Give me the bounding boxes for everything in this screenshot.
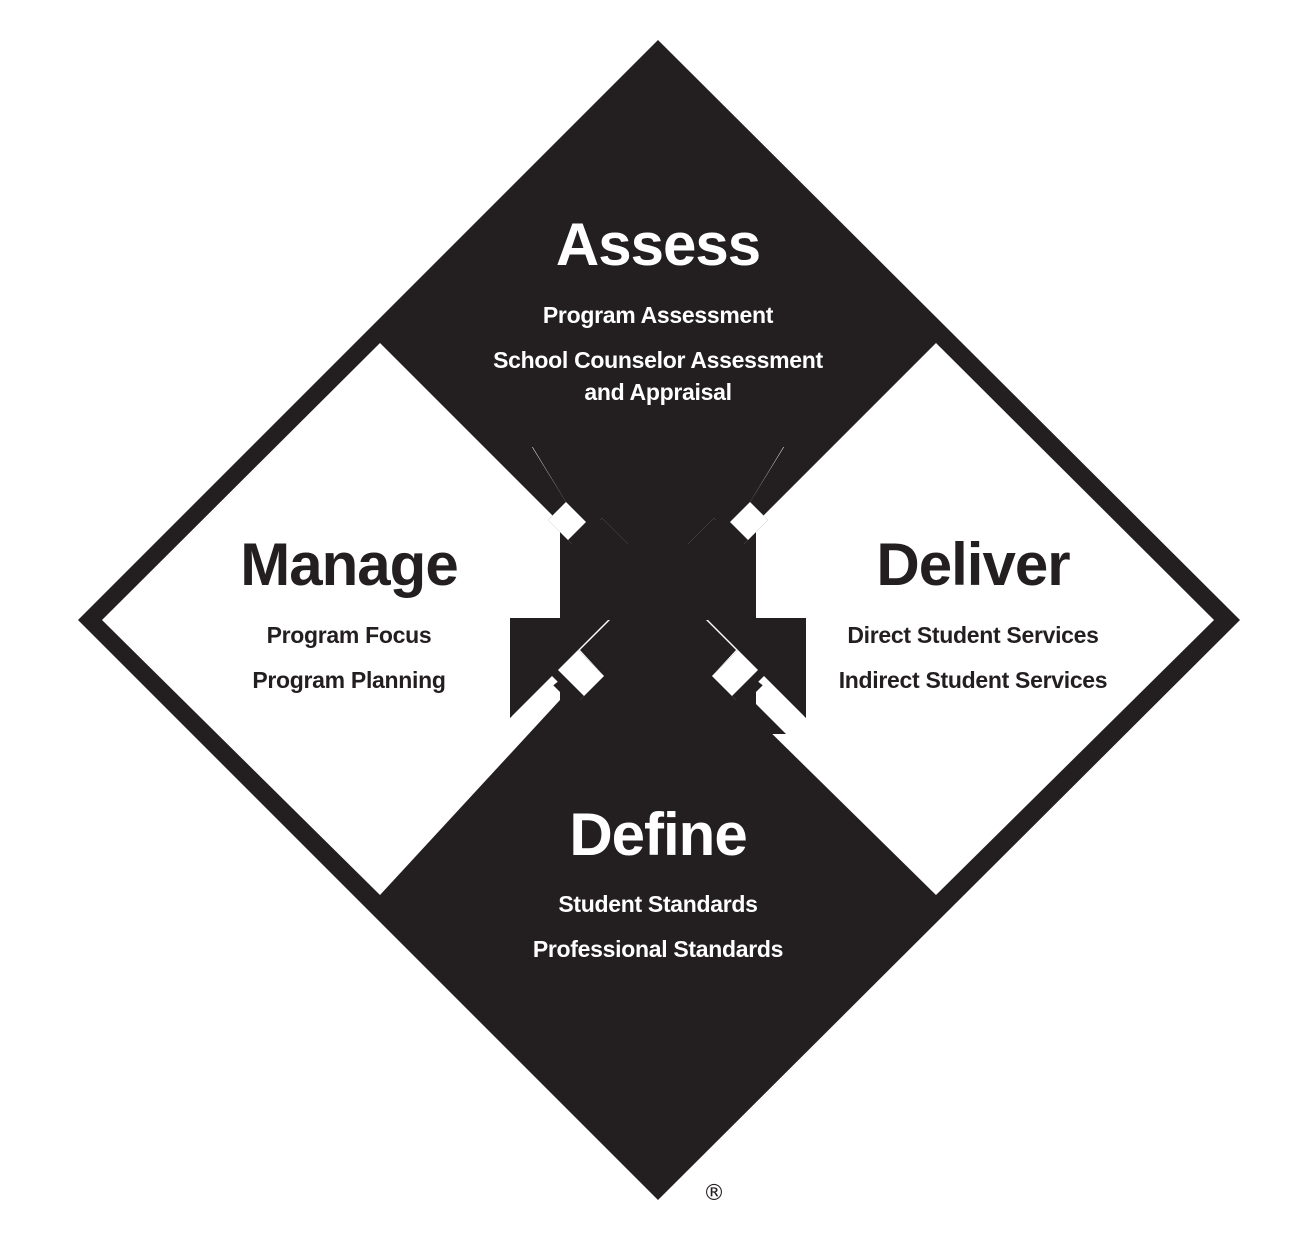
registered-mark: ®	[703, 1181, 725, 1206]
define-item-2: Professional Standards	[533, 936, 783, 962]
assess-item-1: Program Assessment	[543, 302, 774, 328]
arrow-gaps	[548, 502, 768, 696]
assess-title: Assess	[556, 211, 760, 278]
manage-title: Manage	[240, 531, 457, 598]
manage-quadrant	[102, 343, 560, 895]
deliver-item-2: Indirect Student Services	[839, 667, 1108, 693]
assess-item-2: School Counselor Assessment	[493, 347, 823, 373]
deliver-title: Deliver	[876, 531, 1070, 598]
define-title: Define	[569, 801, 746, 868]
manage-item-2: Program Planning	[252, 667, 445, 693]
arrow-shaft-lower	[604, 622, 712, 702]
gap-c	[558, 650, 604, 696]
deliver-quadrant	[756, 343, 1214, 895]
gap-d	[712, 650, 758, 696]
define-item-1: Student Standards	[558, 891, 757, 917]
manage-item-1: Program Focus	[267, 622, 432, 648]
gap-a	[548, 502, 586, 540]
gap-b	[730, 502, 768, 540]
arrow-shaft-diagonals	[574, 518, 742, 630]
assess-item-3: and Appraisal	[584, 379, 731, 405]
deliver-item-1: Direct Student Services	[847, 622, 1098, 648]
